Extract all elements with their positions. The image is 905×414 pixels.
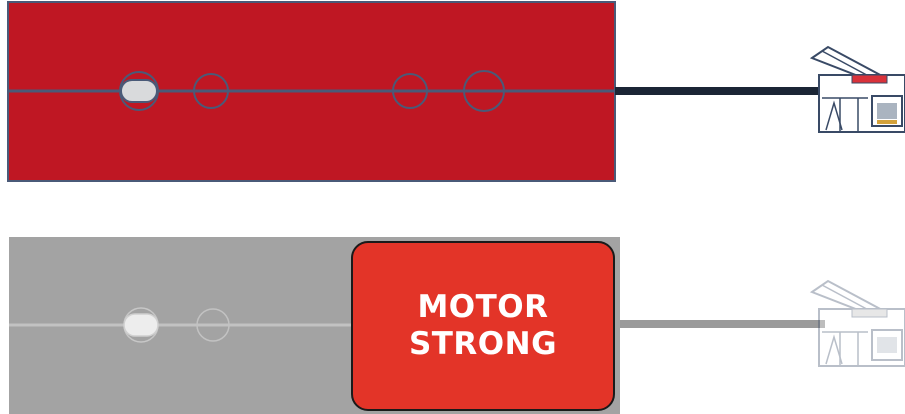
hole-icon (392, 73, 428, 109)
hole-icon (193, 73, 229, 109)
active-cable (615, 87, 821, 95)
inactive-cable (620, 320, 825, 328)
motor-strong-badge (351, 241, 615, 411)
slot-led-icon (119, 71, 159, 111)
active-module (7, 1, 905, 182)
slot-led-icon (123, 307, 159, 343)
rj-connector-icon (809, 45, 905, 133)
hole-icon (196, 308, 230, 342)
inactive-module (9, 237, 905, 414)
rj-connector-icon (809, 279, 905, 367)
hole-icon (463, 70, 505, 112)
